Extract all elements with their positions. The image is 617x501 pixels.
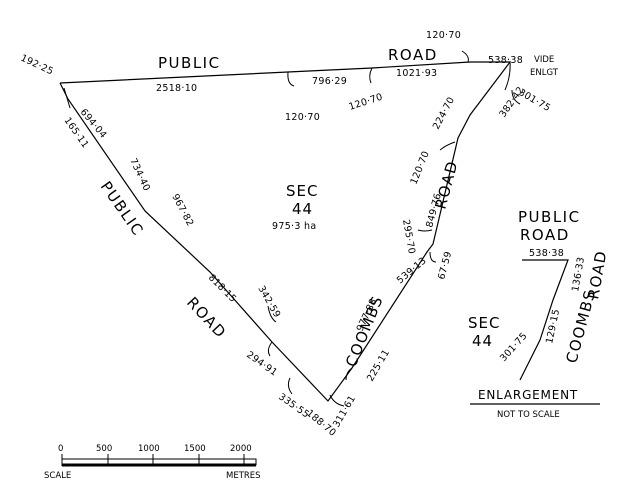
parcel-boundary <box>59 61 512 402</box>
section-number: 44 <box>292 200 313 218</box>
enlargement-dim-301: 301·75 <box>498 331 530 364</box>
dim-right-e: 295·70 <box>400 219 417 255</box>
enlgt-label: ENLGT <box>530 68 559 78</box>
dim-top-mid-b: 1021·93 <box>396 68 437 79</box>
enlargement-coombs: COOMBS <box>562 287 599 365</box>
dim-bottom-d: 294·91 <box>244 349 279 378</box>
dim-right-g: 539·13 <box>395 255 429 286</box>
dim-right-a: 382·42 <box>497 85 526 120</box>
enlargement-dim-129: 129·15 <box>544 308 562 345</box>
enlargement-dim-136: 136·33 <box>570 256 587 292</box>
road-label-public-top: PUBLIC <box>158 54 221 72</box>
section-label: SEC <box>286 182 318 200</box>
enlargement-section: SEC <box>468 314 500 332</box>
dim-right-f: 67·59 <box>436 250 454 281</box>
dim-top-left-side: 2518·10 <box>156 83 197 94</box>
scale-bar: 0 500 1000 1500 2000 SCALE METRES <box>44 444 261 481</box>
enlargement-top-dim: 538·38 <box>529 248 564 259</box>
parcel-area: 975·3 ha <box>272 221 316 232</box>
scale-word: SCALE <box>44 471 71 481</box>
dim-coombs-b: 225·11 <box>365 348 392 384</box>
dim-left-b: 818·15 <box>206 272 239 305</box>
dim-right-b: 224·70 <box>431 95 457 131</box>
road-label-road-left: ROAD <box>183 293 230 342</box>
dim-bottom-c: 335·55 <box>276 391 311 420</box>
enlargement-road: ROAD <box>520 226 570 244</box>
dimension-arrows <box>63 50 521 407</box>
enlargement-inset: PUBLIC ROAD 538·38 136·33 ROAD 129·15 CO… <box>468 208 611 420</box>
dim-top-tick-3: 120·70 <box>426 30 461 41</box>
vide-label: VIDE <box>534 55 554 65</box>
scale-label-1500: 1500 <box>184 444 206 454</box>
scale-label-500: 500 <box>96 444 112 454</box>
enlargement-public: PUBLIC <box>518 208 581 226</box>
dim-left-a: 342·59 <box>255 284 282 320</box>
dim-right-c: 120·70 <box>409 150 432 187</box>
scale-label-0: 0 <box>58 444 63 454</box>
enlargement-boundary <box>519 259 569 381</box>
dim-left-c: 967·82 <box>169 192 195 228</box>
enlargement-subtitle: NOT TO SCALE <box>497 410 560 420</box>
dim-bottom-a: 311·61 <box>331 394 358 430</box>
dim-top-right: 538·38 <box>488 55 523 66</box>
enlargement-title: ENLARGEMENT <box>478 388 578 402</box>
scale-label-2000: 2000 <box>230 444 252 454</box>
scale-label-1000: 1000 <box>138 444 160 454</box>
dim-left-d: 734·40 <box>127 157 152 193</box>
dim-top-mid-a: 796·29 <box>312 76 347 87</box>
dim-top-left-corner: 192·25 <box>19 53 55 78</box>
dim-top-tick-1: 120·70 <box>285 112 320 123</box>
dim-top-tick-2: 120·70 <box>348 92 385 113</box>
metres-word: METRES <box>226 471 261 481</box>
road-label-road-top: ROAD <box>388 46 438 64</box>
enlargement-section-number: 44 <box>472 332 493 350</box>
